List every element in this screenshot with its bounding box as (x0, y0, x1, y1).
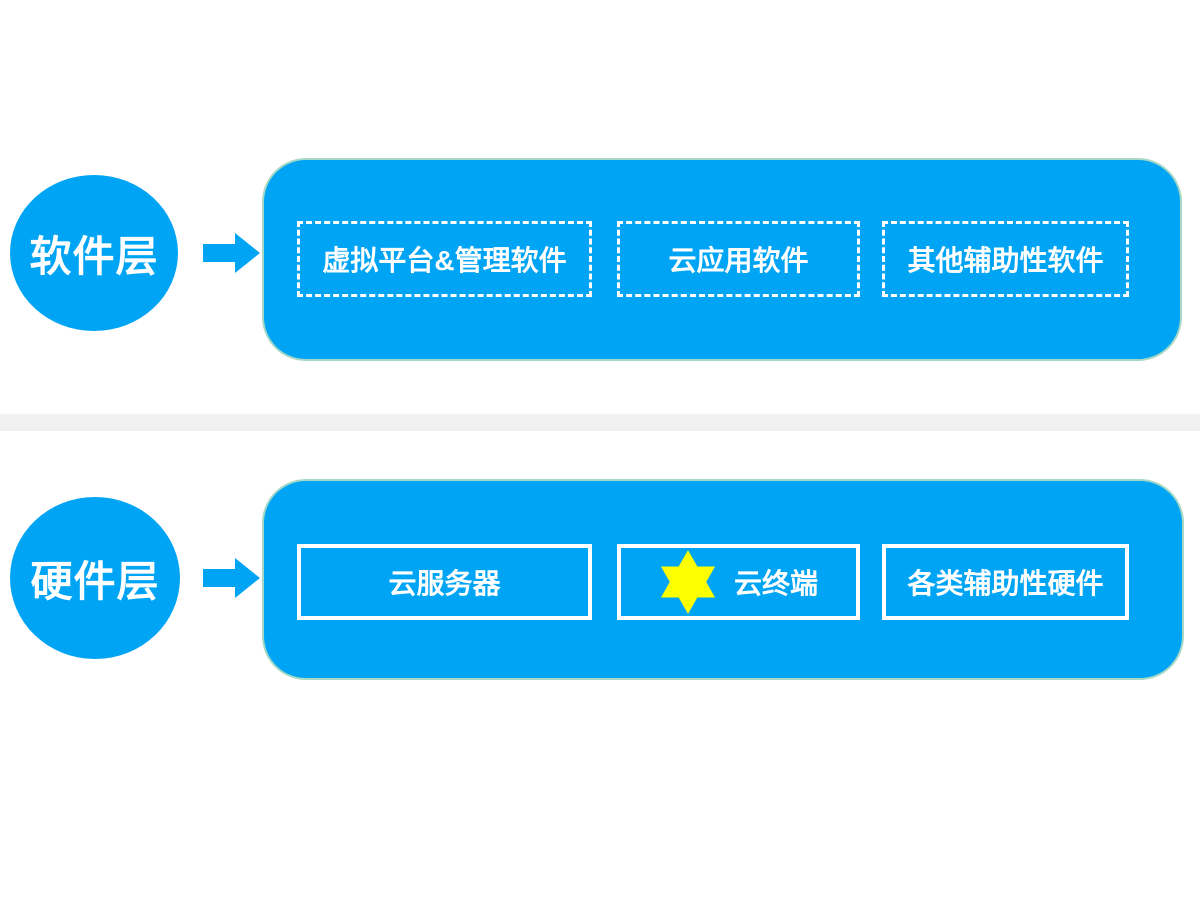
box-cloud-terminal: 云终端 (617, 544, 860, 620)
box-label: 其他辅助性软件 (907, 245, 1104, 276)
software-layer-label: 软件层 (29, 232, 159, 280)
box-cloud-application-software: 云应用软件 (617, 221, 860, 297)
box-cloud-server: 云服务器 (297, 544, 592, 620)
box-label: 云服务器 (388, 568, 501, 599)
six-pointed-star-icon (660, 550, 716, 614)
right-arrow-icon (203, 233, 260, 273)
hardware-layer-panel: 云服务器 云终端 各类辅助性硬件 (262, 479, 1184, 680)
hardware-layer-circle: 硬件层 (10, 497, 180, 659)
box-label: 虚拟平台&管理软件 (322, 245, 567, 276)
box-label: 各类辅助性硬件 (907, 568, 1104, 599)
box-virtual-platform-management-software: 虚拟平台&管理软件 (297, 221, 592, 297)
software-layer-circle: 软件层 (10, 175, 178, 331)
section-divider (0, 414, 1200, 431)
box-label: 云应用软件 (668, 245, 809, 276)
right-arrow-icon (203, 558, 260, 598)
software-layer-panel: 虚拟平台&管理软件 云应用软件 其他辅助性软件 (262, 158, 1182, 361)
box-various-auxiliary-hardware: 各类辅助性硬件 (882, 544, 1129, 620)
box-label: 云终端 (733, 568, 818, 599)
hardware-layer-label: 硬件层 (30, 557, 160, 605)
box-other-auxiliary-software: 其他辅助性软件 (882, 221, 1129, 297)
